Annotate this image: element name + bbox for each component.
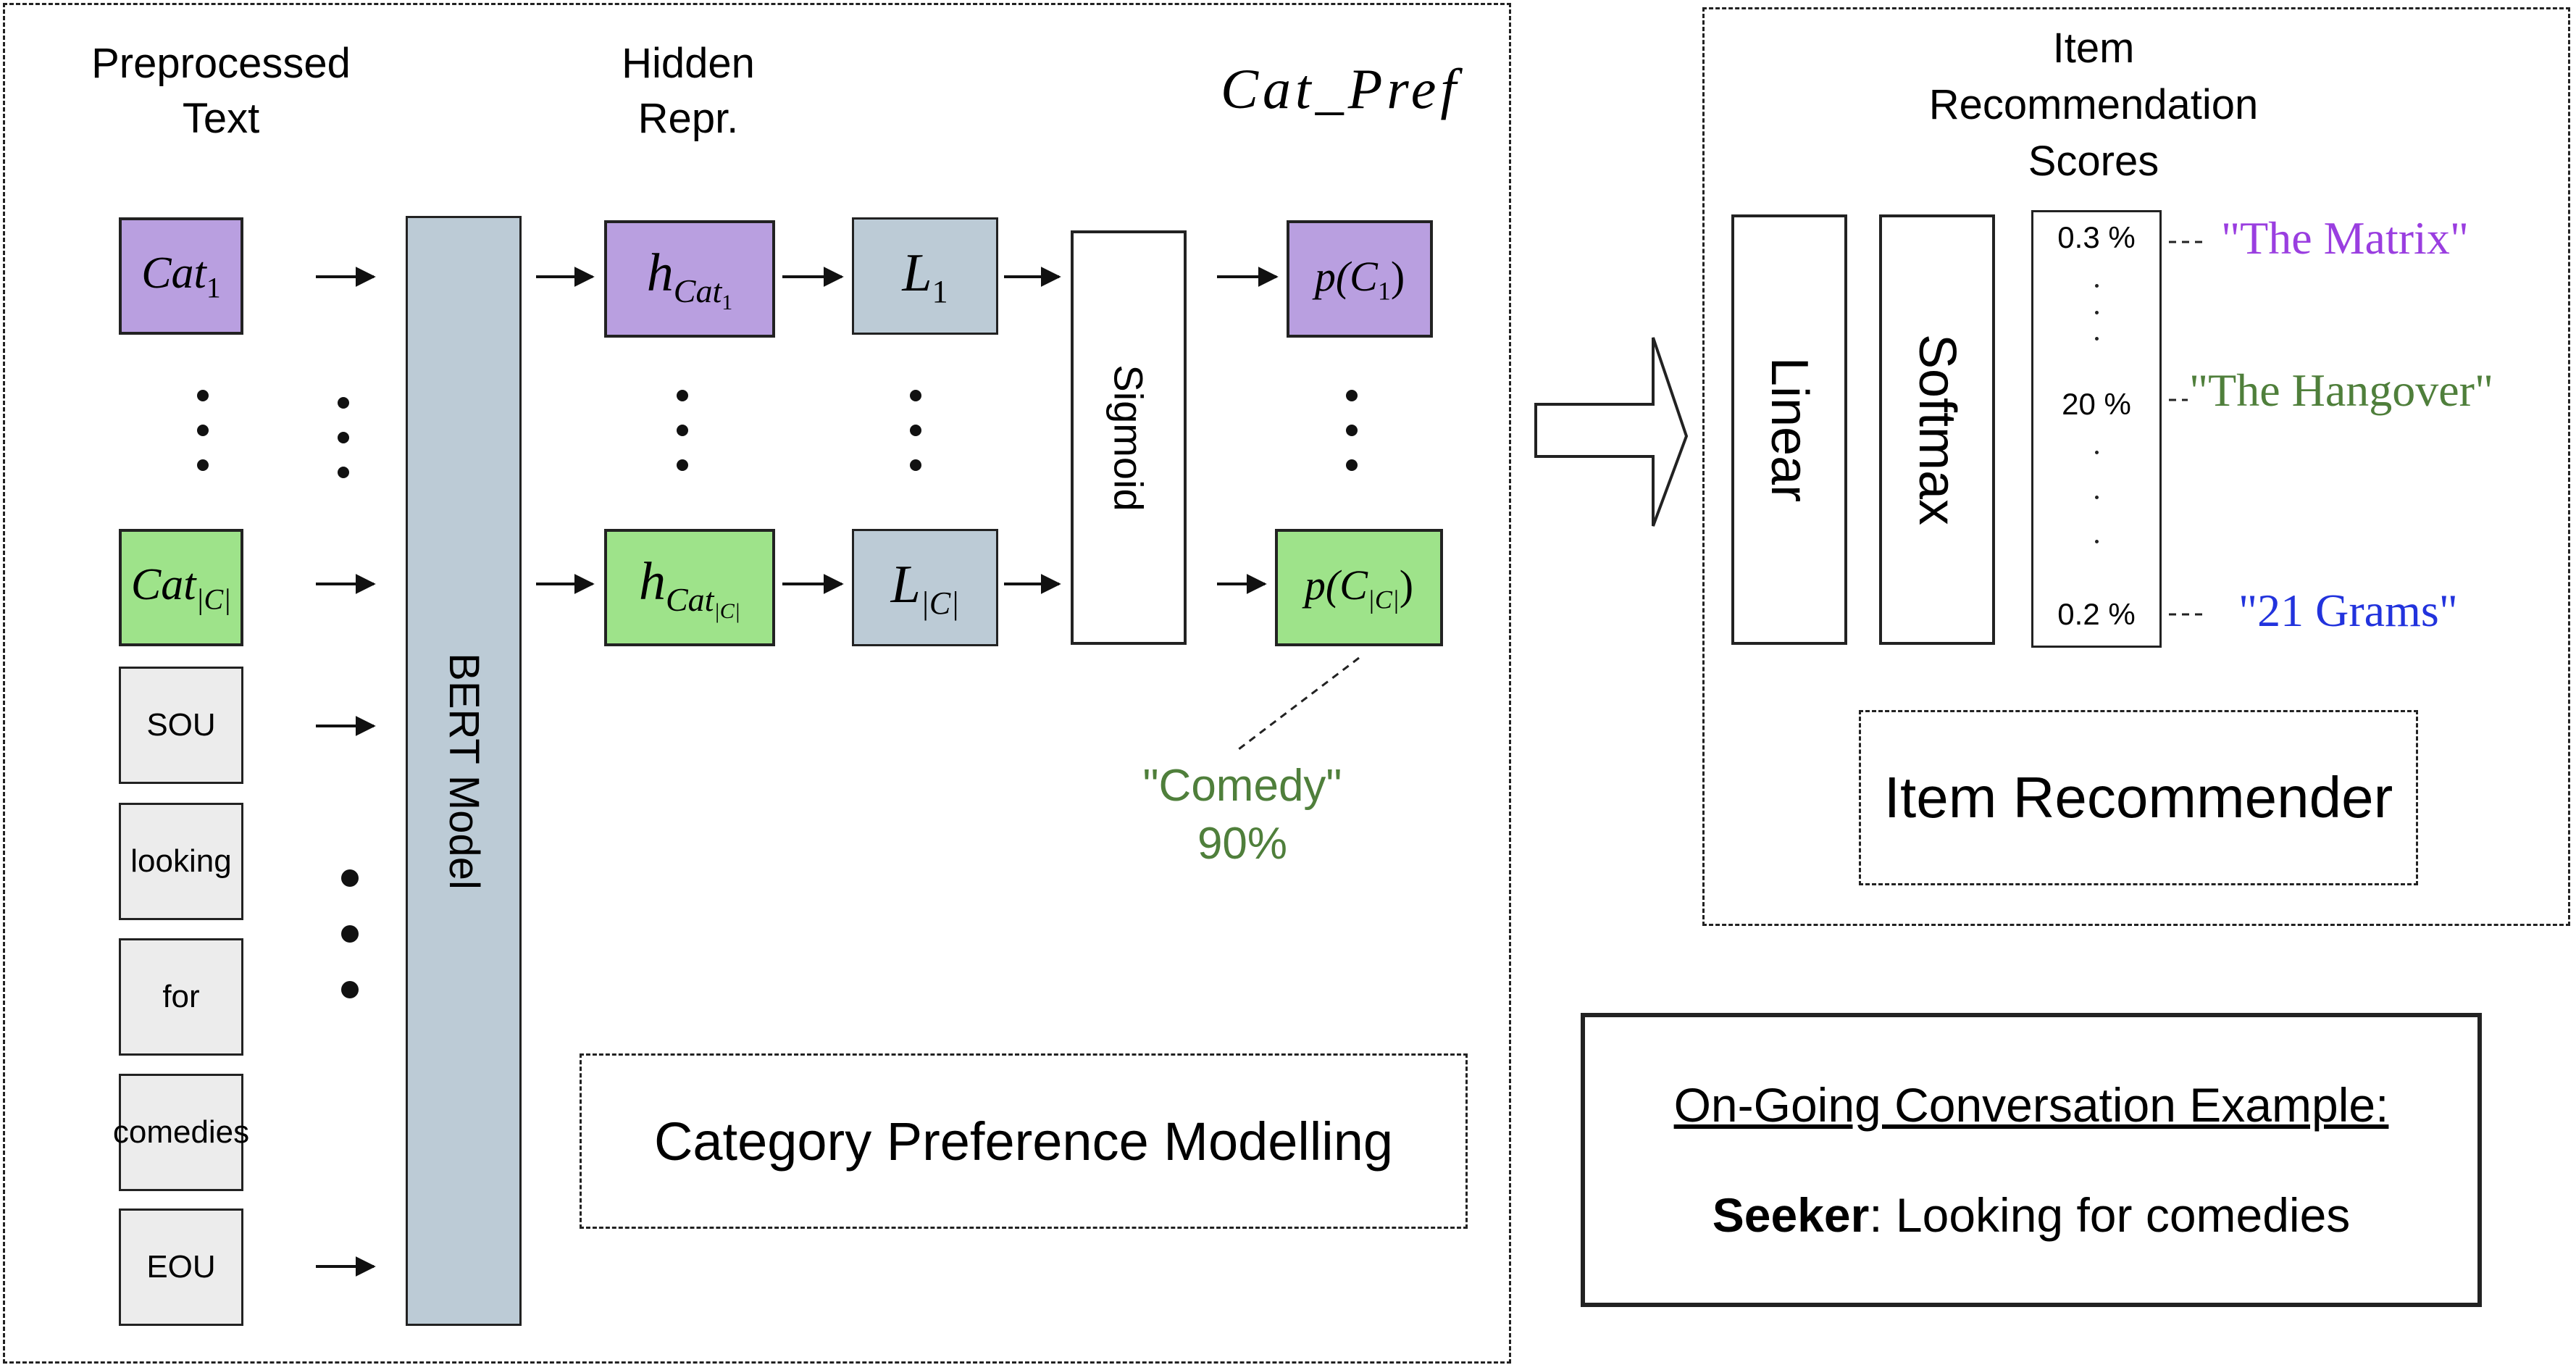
score-ellipsis-lower <box>2094 451 2099 543</box>
linear-first-sub: 1 <box>932 273 948 309</box>
header-cat-pref: Cat_Pref <box>1221 57 1461 120</box>
hidden-first-subsub: 1 <box>722 290 733 314</box>
header-hidden-repr: Hidden Repr. <box>622 40 755 142</box>
token-box: looking <box>119 803 243 920</box>
bert-model-label: BERT Model <box>440 652 488 890</box>
token-box: EOU <box>119 1209 243 1326</box>
hidden-last-box: hCat|C| <box>604 529 775 646</box>
ellipsis-probs <box>1346 390 1358 471</box>
cat-last-sub: |C| <box>196 583 232 616</box>
item-recommender-label-box: Item Recommender <box>1859 710 2418 885</box>
item-label-matrix: "The Matrix" <box>2221 212 2469 264</box>
hidden-last-base: h <box>639 552 666 611</box>
linear-last-sub: |C| <box>920 585 960 621</box>
item-label-21-grams: "21 Grams" <box>2238 585 2458 636</box>
ellipsis-hidden <box>677 390 688 471</box>
token-label: SOU <box>146 707 216 743</box>
linear-last-base: L <box>890 554 921 614</box>
recommender-linear-block: Linear <box>1731 214 1847 645</box>
ellipsis-arrows-top <box>338 397 349 478</box>
token-box: for <box>119 938 243 1056</box>
category-module-label-box: Category Preference Modelling <box>580 1053 1468 1229</box>
bert-model-block: BERT Model <box>406 216 522 1326</box>
ellipsis-tokens <box>341 869 359 998</box>
linear-first-box: L1 <box>852 217 998 335</box>
comedy-annotation: "Comedy" 90% <box>1116 757 1369 873</box>
comedy-label: "Comedy" <box>1142 761 1342 811</box>
prob-first-close: ) <box>1390 252 1405 300</box>
token-box: comedies <box>113 1074 249 1191</box>
sigmoid-label: Sigmoid <box>1105 364 1152 512</box>
hidden-first-box: hCat1 <box>604 220 775 338</box>
score-bottom: 0.2 % <box>2057 597 2136 631</box>
cat-first-box: Cat1 <box>119 217 243 335</box>
cat-first-base: Cat <box>141 248 206 298</box>
conversation-line: Seeker: Looking for comedies <box>1713 1187 2351 1243</box>
item-recommender-frame <box>1702 7 2570 926</box>
linear-first-base: L <box>902 243 932 303</box>
header-item-scores: Item Recommendation Scores <box>1928 25 2259 185</box>
score-top: 0.3 % <box>2057 220 2136 254</box>
prob-last-text: p(C <box>1304 561 1368 609</box>
conversation-speaker: Seeker <box>1712 1188 1870 1242</box>
prob-last-close: ) <box>1399 561 1414 609</box>
token-label: for <box>162 979 200 1014</box>
ellipsis-inputs <box>197 390 209 471</box>
recommender-linear-label: Linear <box>1760 356 1818 503</box>
prob-last-sub: |C| <box>1367 585 1400 614</box>
hidden-last-subsub: |C| <box>714 598 740 623</box>
token-label: EOU <box>146 1249 216 1285</box>
prob-last-box: p(C|C|) <box>1275 529 1443 646</box>
token-box: SOU <box>119 667 243 784</box>
conversation-utterance: : Looking for comedies <box>1869 1188 2351 1242</box>
cat-first-sub: 1 <box>206 271 221 304</box>
conversation-example-box: On-Going Conversation Example: Seeker: L… <box>1581 1013 2482 1307</box>
token-label: comedies <box>112 1114 250 1150</box>
sigmoid-block: Sigmoid <box>1071 230 1187 645</box>
ellipsis-linear <box>910 390 921 471</box>
category-preference-frame <box>3 3 1511 1364</box>
category-module-label: Category Preference Modelling <box>653 1111 1394 1172</box>
hidden-last-sub: Cat <box>666 580 714 618</box>
hidden-first-sub: Cat <box>673 272 722 309</box>
score-vector-box <box>2031 210 2162 648</box>
cat-last-base: Cat <box>130 559 196 609</box>
score-middle: 20 % <box>2062 387 2131 421</box>
prob-first-text: p(C <box>1314 252 1378 300</box>
comedy-probability: 90% <box>1197 819 1288 869</box>
recommender-softmax-label: Softmax <box>1908 333 1966 526</box>
prob-first-box: p(C1) <box>1287 220 1433 338</box>
header-preprocessed-text: Preprocessed Text <box>91 40 351 142</box>
recommender-softmax-block: Softmax <box>1879 214 1995 645</box>
linear-last-box: L|C| <box>852 529 998 646</box>
score-ellipsis-upper <box>2094 284 2099 341</box>
prob-first-sub: 1 <box>1377 276 1391 306</box>
cat-last-box: Cat|C| <box>119 529 243 646</box>
item-recommender-label: Item Recommender <box>1883 765 2393 830</box>
hidden-first-base: h <box>646 243 674 303</box>
token-label: looking <box>130 843 232 879</box>
item-label-hangover: "The Hangover" <box>2189 364 2494 416</box>
conversation-title: On-Going Conversation Example: <box>1673 1078 2389 1132</box>
